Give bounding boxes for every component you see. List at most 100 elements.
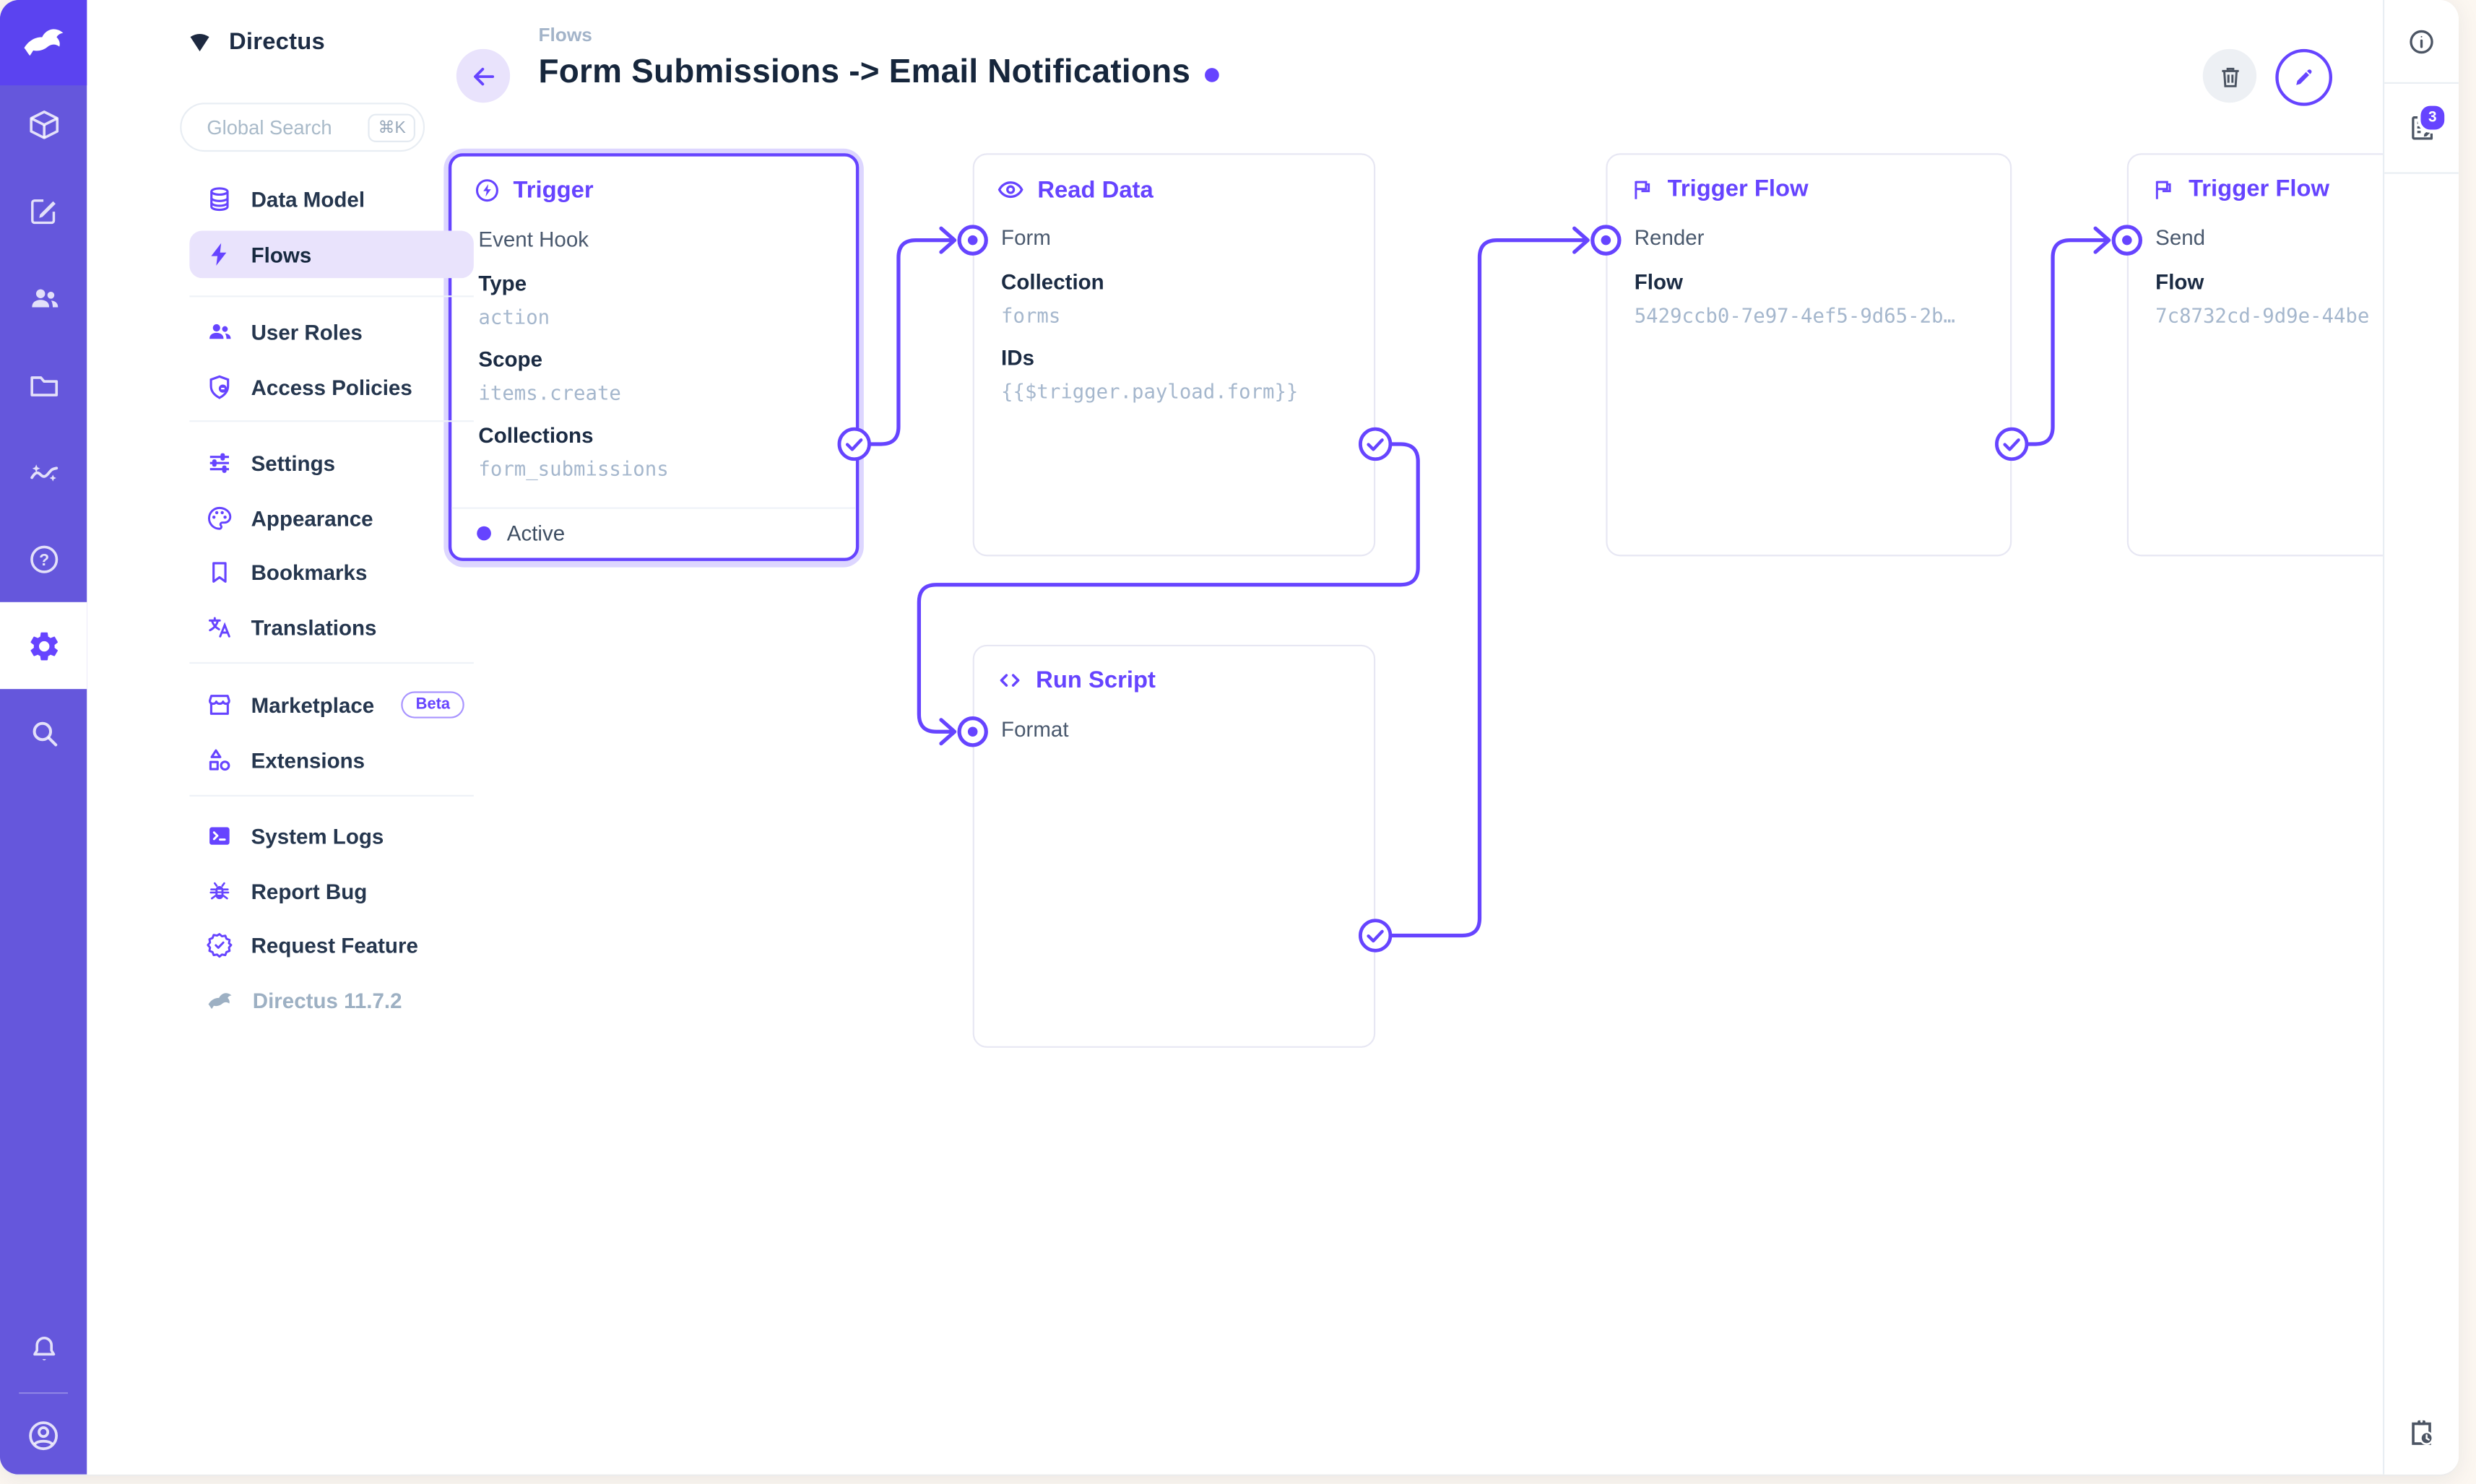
version-text: Directus 11.7.2 xyxy=(252,988,402,1012)
field-label: IDs xyxy=(1001,346,1034,370)
module-search[interactable] xyxy=(0,689,87,776)
field-value: items.create xyxy=(478,381,621,405)
field-value: action xyxy=(478,305,550,329)
node-title-trigger-flow: Trigger Flow xyxy=(1629,175,1809,202)
field-label: Scope xyxy=(478,347,542,372)
breadcrumb[interactable]: Flows xyxy=(538,23,592,46)
logs-panel-button[interactable]: 3 xyxy=(2384,84,2459,174)
module-bar: ? xyxy=(0,0,87,1475)
rabbit-logo-icon xyxy=(23,29,63,56)
bell-icon xyxy=(33,1335,55,1360)
field-label: Flow xyxy=(2155,270,2204,295)
field-label: Collections xyxy=(478,423,594,448)
flow-node-run-script[interactable]: Run Script Format xyxy=(972,644,1376,1048)
sidebar-item-data-model[interactable]: Data Model xyxy=(189,175,474,223)
input-label: Send xyxy=(2155,225,2206,250)
version-row: Directus 11.7.2 xyxy=(189,976,474,1024)
flag-icon xyxy=(1629,176,1655,201)
back-button[interactable] xyxy=(456,48,511,103)
sidebar-item-marketplace[interactable]: Marketplace Beta xyxy=(189,681,474,729)
edit-flow-button[interactable] xyxy=(2275,48,2333,106)
node-title-trigger-flow: Trigger Flow xyxy=(2151,175,2329,202)
sidebar-item-flows[interactable]: Flows xyxy=(189,230,474,279)
sidebar-item-report-bug[interactable]: Report Bug xyxy=(189,867,474,915)
beta-badge: Beta xyxy=(401,691,464,719)
page-title: Form Submissions -> Email Notifications xyxy=(538,53,1219,92)
directus-logo[interactable] xyxy=(0,0,87,86)
insights-icon xyxy=(30,464,58,481)
input-label: Form xyxy=(1001,225,1051,250)
global-search[interactable]: ⌘K xyxy=(180,103,425,152)
eye-icon xyxy=(996,175,1024,204)
module-content[interactable] xyxy=(0,81,87,168)
field-value: form_submissions xyxy=(478,456,669,481)
account-circle-icon xyxy=(29,1421,59,1451)
search-icon xyxy=(32,721,57,746)
search-shortcut: ⌘K xyxy=(368,113,415,142)
trigger-status-row: Active xyxy=(451,507,856,557)
search-input[interactable] xyxy=(204,114,369,140)
sidebar-item-extensions[interactable]: Extensions xyxy=(189,737,474,784)
bolt-icon xyxy=(211,243,227,266)
shapes-icon xyxy=(209,749,230,771)
database-icon xyxy=(210,187,229,212)
sidebar-item-request-feature[interactable]: Request Feature xyxy=(189,921,474,969)
trigger-icon xyxy=(474,177,501,204)
sidebar-divider xyxy=(189,661,474,664)
module-files[interactable] xyxy=(0,342,87,428)
delete-flow-button[interactable] xyxy=(2202,48,2257,103)
users-icon xyxy=(209,324,231,339)
users-icon xyxy=(31,288,58,307)
sidebar-item-bookmarks[interactable]: Bookmarks xyxy=(189,548,474,596)
bug-icon xyxy=(209,882,230,900)
node-title-read-data: Read Data xyxy=(996,175,1153,204)
pencil-icon xyxy=(2296,69,2312,85)
translate-icon xyxy=(208,617,230,638)
status-dot xyxy=(477,526,491,541)
info-button[interactable] xyxy=(2384,0,2459,84)
pending-revisions-button[interactable] xyxy=(2384,1391,2459,1475)
field-label: Type xyxy=(478,272,527,296)
sidebar-item-user-roles[interactable]: User Roles xyxy=(189,308,474,356)
module-bar-divider xyxy=(19,1392,69,1394)
sidebar-divider xyxy=(189,420,474,422)
trash-icon xyxy=(2221,66,2238,87)
sidebar-item-settings[interactable]: Settings xyxy=(189,439,474,487)
field-label: Collection xyxy=(1001,270,1104,295)
module-users[interactable] xyxy=(0,254,87,341)
gear-icon xyxy=(30,631,57,660)
module-help[interactable]: ? xyxy=(0,515,87,602)
sidebar-item-access-policies[interactable]: Access Policies xyxy=(189,363,474,411)
notifications-button[interactable] xyxy=(0,1306,87,1392)
sidebar-item-system-logs[interactable]: System Logs xyxy=(189,812,474,860)
module-editor[interactable] xyxy=(0,168,87,254)
field-value: 7c8732cd-9d9e-44be xyxy=(2155,303,2370,327)
edit-square-icon xyxy=(31,199,56,225)
flag-icon xyxy=(2151,176,2176,201)
terminal-icon xyxy=(209,827,230,845)
cube-icon xyxy=(29,109,58,139)
account-button[interactable] xyxy=(0,1392,87,1475)
verified-badge-icon xyxy=(207,933,233,958)
sidebar-divider xyxy=(189,794,474,797)
folder-icon xyxy=(30,376,57,396)
shield-user-icon xyxy=(209,375,230,399)
sidebar-item-appearance[interactable]: Appearance xyxy=(189,495,474,542)
project-row[interactable]: Directus xyxy=(186,19,325,63)
field-value: {{$trigger.payload.form}} xyxy=(1001,379,1299,404)
tune-icon xyxy=(209,453,229,473)
status-text: Active xyxy=(506,521,566,545)
rabbit-icon xyxy=(208,992,232,1008)
module-settings[interactable] xyxy=(0,602,87,690)
module-insights[interactable] xyxy=(0,428,87,515)
nav-sidebar: Directus ⌘K Data Model Flows User Roles xyxy=(87,0,474,1475)
field-value: 5429ccb0-7e97-4ef5-9d65-2b… xyxy=(1634,303,1955,327)
node-title-run-script: Run Script xyxy=(996,667,1156,694)
sidebar-item-translations[interactable]: Translations xyxy=(189,604,474,651)
trigger-kind: Event Hook xyxy=(478,227,589,251)
